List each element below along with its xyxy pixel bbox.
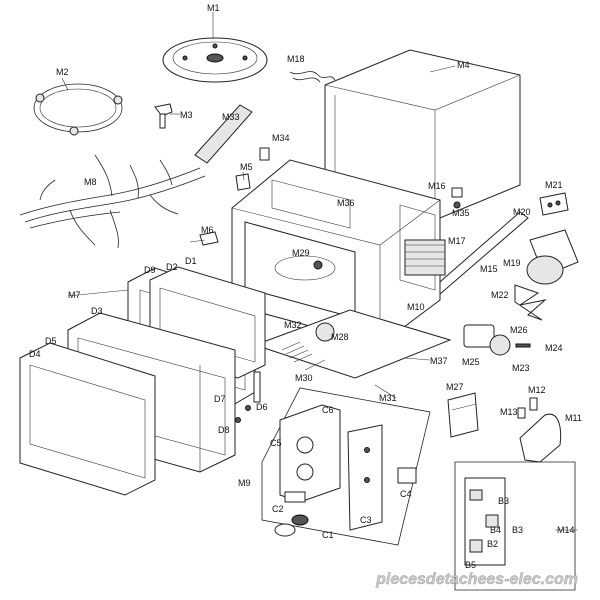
label-c1: C1 xyxy=(322,530,334,540)
leader-lines xyxy=(61,12,578,531)
label-m27: M27 xyxy=(446,382,464,392)
small-brackets xyxy=(199,173,251,246)
label-m21: M21 xyxy=(545,180,563,190)
watermark-text: piecesdetachees-elec.com xyxy=(375,571,578,588)
label-d5: D5 xyxy=(45,336,57,346)
label-m9: M9 xyxy=(238,478,251,488)
label-m37: M37 xyxy=(430,356,448,366)
label-c3: C3 xyxy=(360,515,372,525)
label-c4: C4 xyxy=(400,489,412,499)
part-labels: M1 M2 M3 M4 M5 M6 M7 M8 M9 M10 M11 M12 M… xyxy=(29,3,582,570)
label-b3-lower: B3 xyxy=(512,525,523,535)
label-b2: B2 xyxy=(487,539,498,549)
clip-part xyxy=(259,147,270,161)
label-m13: M13 xyxy=(500,407,518,417)
label-m32: M32 xyxy=(284,320,302,330)
label-m33: M33 xyxy=(222,112,240,122)
door-hinge xyxy=(235,371,261,423)
label-d7: D7 xyxy=(214,394,226,404)
label-b4: B4 xyxy=(490,525,501,535)
turntable-plate xyxy=(162,37,268,83)
label-c6: C6 xyxy=(322,405,334,415)
label-d2: D2 xyxy=(166,262,178,272)
label-m29: M29 xyxy=(292,248,310,258)
label-m7: M7 xyxy=(68,290,81,300)
label-m25: M25 xyxy=(462,357,480,367)
turntable-motor xyxy=(463,324,531,356)
control-panel-box xyxy=(261,387,431,546)
door-switch-parts xyxy=(517,397,562,463)
label-b5: B5 xyxy=(465,560,476,570)
terminal-block xyxy=(539,192,569,216)
label-m26: M26 xyxy=(510,325,528,335)
label-m19: M19 xyxy=(503,258,521,268)
label-m17: M17 xyxy=(448,236,466,246)
label-m31: M31 xyxy=(379,393,397,403)
hv-transformer xyxy=(447,392,479,438)
label-m14: M14 xyxy=(557,525,575,535)
label-m35: M35 xyxy=(452,208,470,218)
label-m5: M5 xyxy=(240,162,253,172)
label-m10: M10 xyxy=(407,302,425,312)
magnetron xyxy=(404,239,446,276)
label-m20: M20 xyxy=(513,207,531,217)
label-d8: D8 xyxy=(218,425,230,435)
label-m6: M6 xyxy=(201,225,214,235)
wire-bundle-small xyxy=(289,71,336,83)
turntable-coupler xyxy=(154,103,173,129)
label-m4: M4 xyxy=(457,60,470,70)
label-m3: M3 xyxy=(180,110,193,120)
label-m23: M23 xyxy=(512,363,530,373)
fan-motor xyxy=(514,229,579,321)
control-board-box xyxy=(454,461,576,591)
base-plate xyxy=(253,309,452,379)
thermal-fuse xyxy=(451,187,463,209)
label-m30: M30 xyxy=(295,373,313,383)
label-m34: M34 xyxy=(272,133,290,143)
roller-ring xyxy=(33,83,123,136)
label-d4: D4 xyxy=(29,349,41,359)
label-m15: M15 xyxy=(480,264,498,274)
door-front-panel xyxy=(19,342,156,496)
label-m11: M11 xyxy=(565,413,582,423)
label-c5: C5 xyxy=(270,438,282,448)
label-d1: D1 xyxy=(185,256,197,266)
label-m18: M18 xyxy=(287,54,305,64)
label-m28: M28 xyxy=(331,332,349,342)
label-m8: M8 xyxy=(84,177,97,187)
label-m1: M1 xyxy=(207,3,220,13)
main-wire-harness xyxy=(19,154,206,249)
label-m36: M36 xyxy=(337,198,355,208)
label-d3: D3 xyxy=(91,306,103,316)
label-m22: M22 xyxy=(491,290,509,300)
label-m2: M2 xyxy=(56,67,69,77)
label-b3-upper: B3 xyxy=(498,496,509,506)
label-c2: C2 xyxy=(272,504,284,514)
waveguide-cover xyxy=(194,104,253,164)
label-m12: M12 xyxy=(528,385,546,395)
label-m16: M16 xyxy=(428,181,446,191)
label-m24: M24 xyxy=(545,343,563,353)
label-d6: D6 xyxy=(256,402,268,412)
label-d9: D9 xyxy=(144,265,156,275)
